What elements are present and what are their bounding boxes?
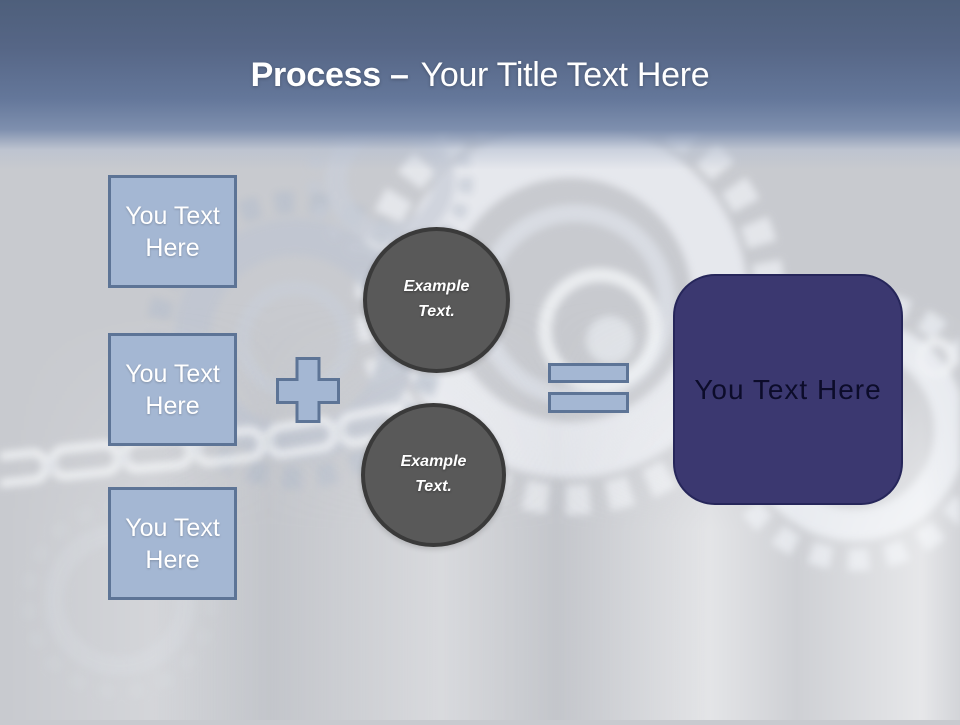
example-circle-1-label: Example Text. xyxy=(403,278,470,320)
example-circle-2-label: Example Text. xyxy=(400,453,467,495)
result-box[interactable]: You Text Here xyxy=(673,274,903,505)
slide-title[interactable]: Process – Your Title Text Here xyxy=(0,56,960,95)
result-box-label: You Text Here xyxy=(694,373,882,405)
step-box-2-label: You Text Here xyxy=(125,359,220,420)
equals-top-bar xyxy=(548,363,629,383)
step-box-2[interactable]: You Text Here xyxy=(108,333,237,446)
slide-title-keyword: Process – xyxy=(250,56,409,94)
slide-title-subtitle: Your Title Text Here xyxy=(420,56,710,94)
example-circle-1[interactable]: Example Text. xyxy=(363,227,510,373)
step-box-3-label: You Text Here xyxy=(125,513,220,574)
step-box-3[interactable]: You Text Here xyxy=(108,487,237,600)
equals-icon[interactable] xyxy=(548,363,629,413)
example-circle-2[interactable]: Example Text. xyxy=(361,403,506,547)
equals-bottom-bar xyxy=(548,392,629,413)
header-band xyxy=(0,0,960,170)
step-box-1[interactable]: You Text Here xyxy=(108,175,237,288)
plus-icon[interactable] xyxy=(276,357,340,423)
step-box-1-label: You Text Here xyxy=(125,201,220,262)
